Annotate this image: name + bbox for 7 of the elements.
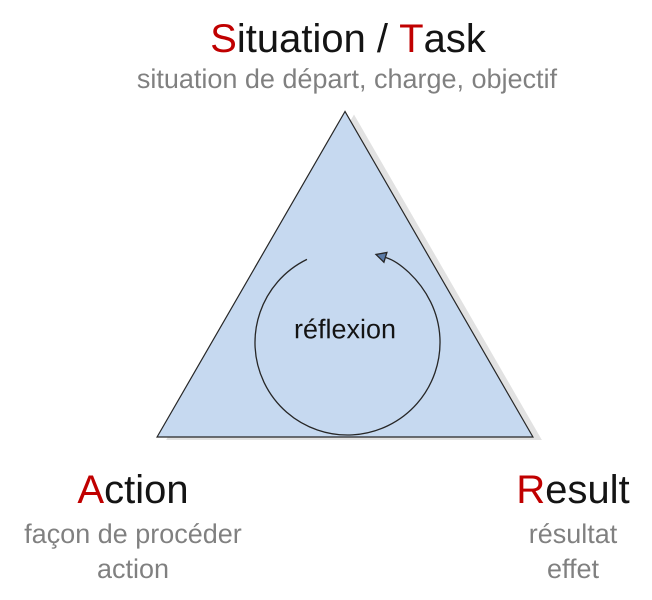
description-text: action — [98, 558, 168, 578]
corner-heading: Action — [78, 474, 186, 504]
corner-heading: Situation / Task — [212, 23, 486, 52]
description-text: résultat — [530, 523, 618, 544]
corner-heading: Result — [520, 474, 630, 504]
description-text: effet — [548, 558, 599, 578]
description-text: façon de procéder — [24, 523, 242, 549]
